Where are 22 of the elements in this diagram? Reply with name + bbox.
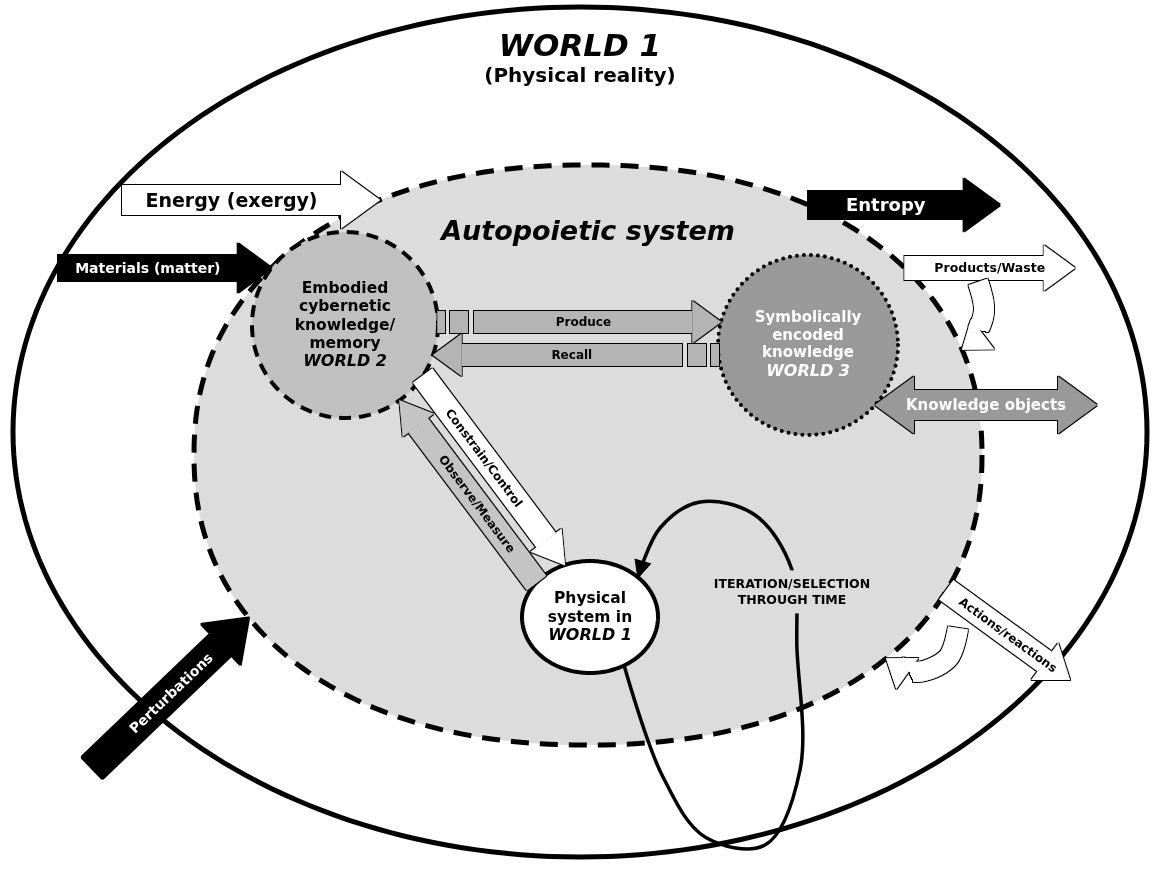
edge-label: Products/Waste <box>934 261 1046 275</box>
node-label: (Physical reality) <box>484 63 676 88</box>
node-title: WORLD 1 <box>498 27 662 64</box>
node-label: WORLD 1 <box>548 625 632 645</box>
edge-label: Materials (matter) <box>75 261 221 275</box>
edge-label: Knowledge objects <box>906 397 1066 413</box>
node-title: Autopoietic system <box>441 215 735 247</box>
node-title: Embodied cybernetic knowledge/ memory <box>293 279 397 353</box>
node-title: Symbolically encoded knowledge <box>753 309 863 363</box>
edge-label: Energy (exergy) <box>145 190 318 210</box>
loop-arrow <box>622 499 805 851</box>
block-arrow <box>433 334 719 376</box>
node-title: Physical system in <box>546 589 634 626</box>
edge-label: Produce <box>555 316 612 328</box>
block-arrow <box>808 178 1000 232</box>
block-arrow <box>58 243 272 293</box>
node-label: WORLD 3 <box>766 362 850 381</box>
edge-label: Entropy <box>846 196 926 214</box>
block-arrow <box>875 376 1097 434</box>
block-arrow <box>437 301 721 343</box>
edge-label: Recall <box>551 349 593 361</box>
node-label: WORLD 2 <box>303 352 387 371</box>
